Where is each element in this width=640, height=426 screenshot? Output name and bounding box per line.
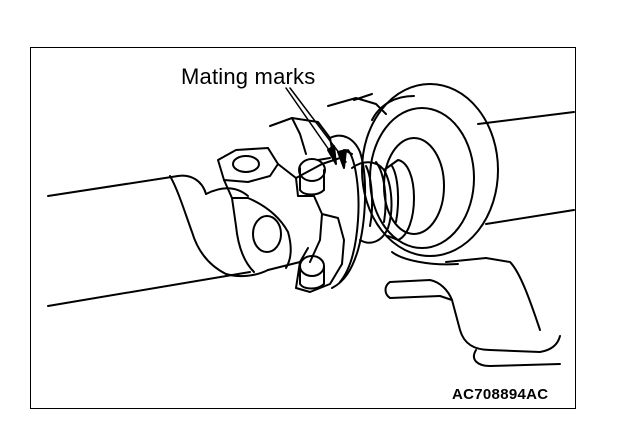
front-shaft-tube: [47, 174, 251, 307]
callout-leader-lines: [285, 87, 347, 163]
flange-bolt-upper: [298, 157, 331, 196]
rear-shaft-tube: [477, 111, 575, 225]
flange-bolt-lower: [299, 255, 325, 290]
figure-id: AC708894AC: [452, 386, 549, 403]
center-bearing-bracket: [384, 251, 561, 367]
mating-marks-label: Mating marks: [181, 64, 316, 89]
figure-frame: [30, 47, 576, 409]
front-flange: [269, 117, 345, 293]
universal-joint-yoke: [205, 147, 309, 278]
center-bearing: [327, 83, 499, 257]
